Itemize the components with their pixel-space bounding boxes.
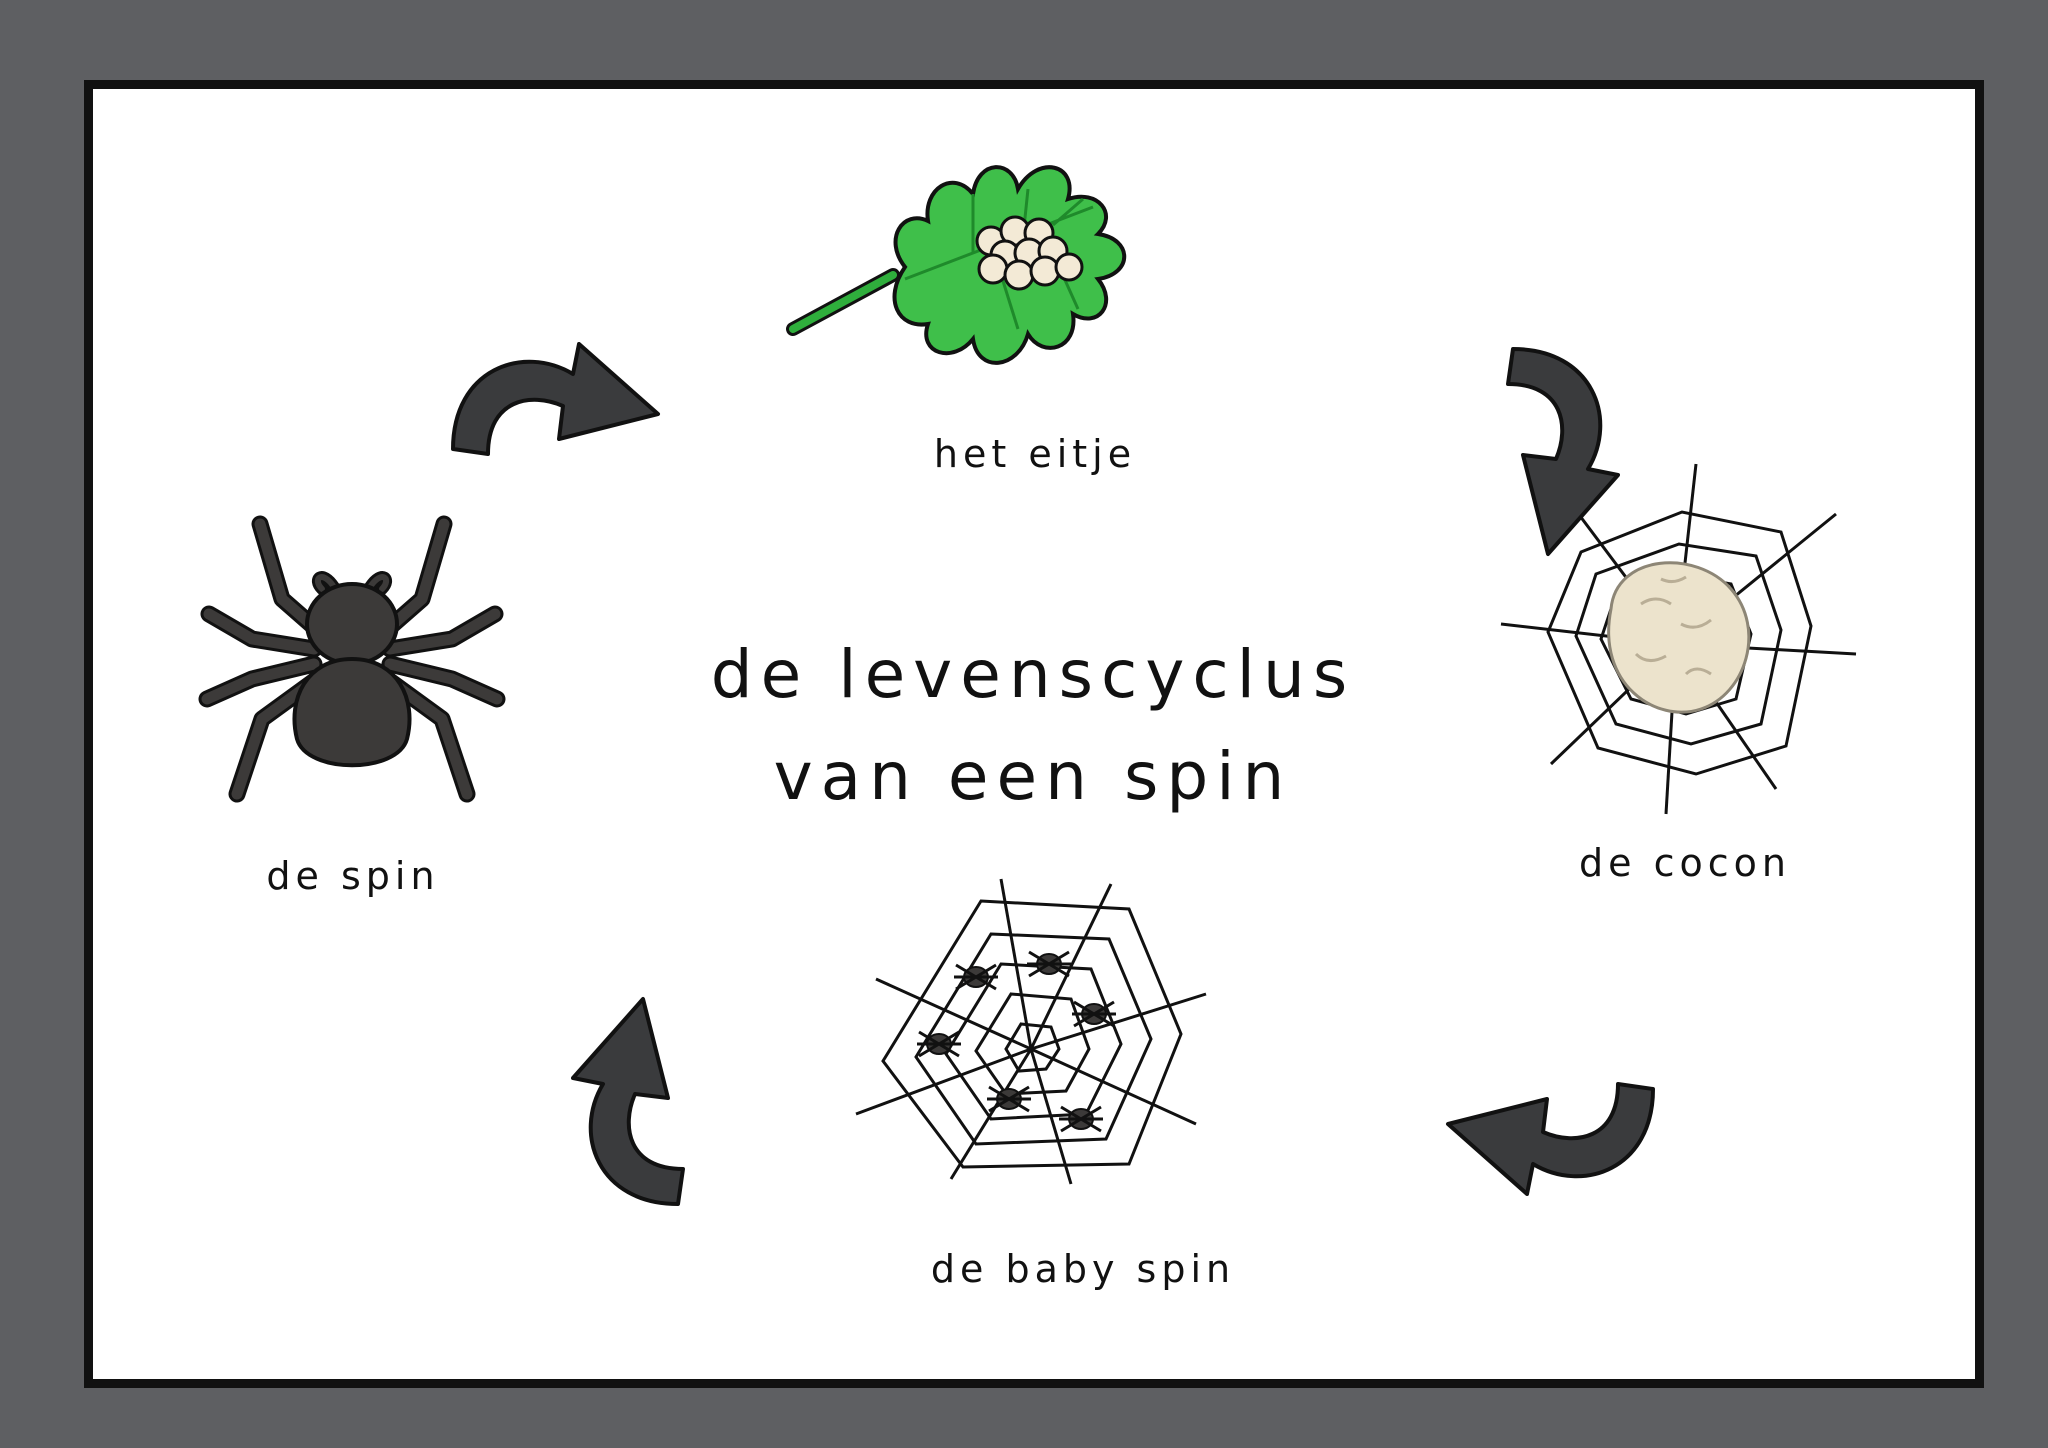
poster-card: het eitje de cocon de baby spin de spin … [84,80,1984,1388]
egg-cluster-on-leaf-icon [786,165,1127,365]
baby-spiders-in-web-icon [855,878,1207,1185]
diagram-title: de levenscyclus van een spin [711,624,1356,828]
life-cycle-diagram [198,165,1857,1206]
arrow-egg-to-cocoon [1506,347,1620,556]
stage-label-egg: het eitje [933,432,1137,476]
stage-label-spider: de spin [266,854,440,898]
arrow-cocoon-to-baby [1446,1082,1655,1196]
title-line-1: de levenscyclus [710,636,1356,713]
title-line-2: van een spin [773,738,1293,815]
cocoon-in-web-icon [1500,463,1857,815]
stage-label-cocoon: de cocon [1579,841,1791,885]
spider-icon [198,515,506,803]
arrow-spider-to-egg [451,342,660,456]
stage-label-baby: de baby spin [930,1247,1236,1291]
arrow-baby-to-spider [571,997,685,1206]
